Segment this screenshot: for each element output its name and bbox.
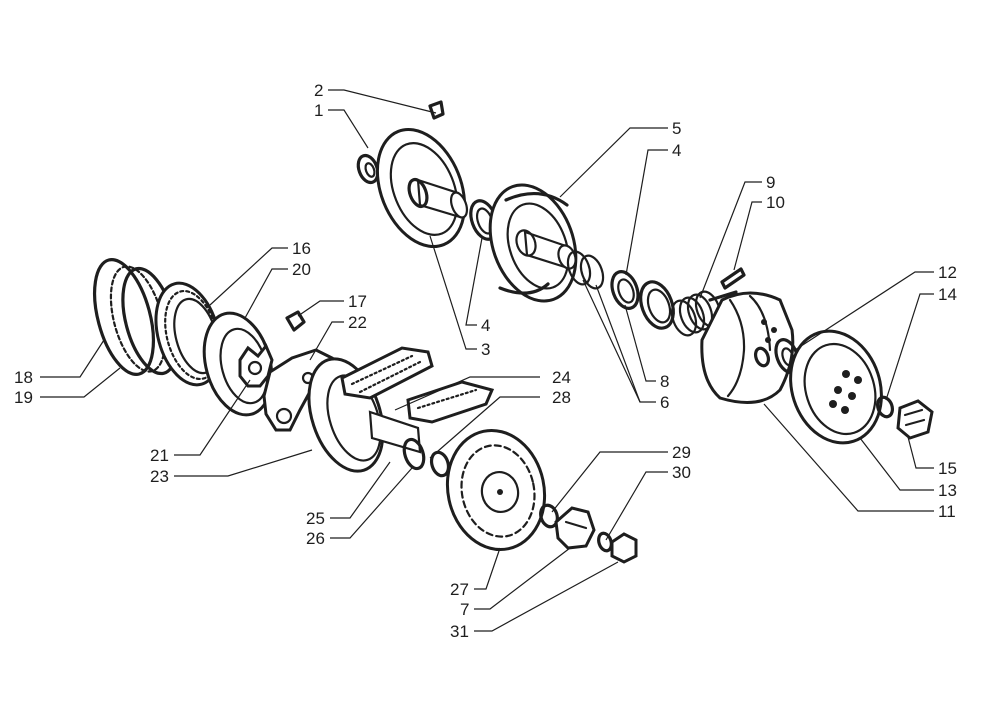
callout-22: 22 [348,313,367,332]
callout-15: 15 [938,459,957,478]
callout-19: 19 [14,388,33,407]
part-3-fixed-half-pulley [375,127,469,249]
part-8-ring [639,280,675,330]
callout-26: 26 [306,529,325,548]
callout-16: 16 [292,239,311,258]
part-29-washer [539,503,559,529]
part-13-clutch-bell [789,329,883,445]
callout-4-lower: 4 [481,316,490,335]
callout-18: 18 [14,368,33,387]
callout-13: 13 [938,481,957,500]
callout-7: 7 [460,600,469,619]
part-27-fan-pulley [445,428,547,552]
callout-6: 6 [660,393,669,412]
callout-24: 24 [552,368,571,387]
callout-17: 17 [348,292,367,311]
callout-4-upper: 4 [672,141,681,160]
part-17-clip [285,310,306,332]
part-7-cam [554,506,596,550]
part-10-pin [720,267,746,290]
callout-21: 21 [150,446,169,465]
callout-10: 10 [766,193,785,212]
callout-12: 12 [938,263,957,282]
callout-23: 23 [150,467,169,486]
callout-30: 30 [672,463,691,482]
callout-31: 31 [450,622,469,641]
callout-27: 27 [450,580,469,599]
callout-3: 3 [481,340,490,359]
callout-14: 14 [938,285,957,304]
part-9-spring [670,290,722,337]
part-24-belt [340,346,495,424]
callout-1: 1 [314,101,323,120]
callout-11: 11 [938,502,956,521]
callout-25: 25 [306,509,325,528]
callout-28: 28 [552,388,571,407]
part-14-washer [875,395,895,419]
part-15-nut [896,399,934,440]
callout-5: 5 [672,119,681,138]
callout-2: 2 [314,81,323,100]
callout-8: 8 [660,372,669,391]
part-2-clip [428,100,445,120]
callout-20: 20 [292,260,311,279]
part-4-ring [610,270,640,310]
part-30-washer [597,531,613,553]
leader-lines [40,89,934,632]
callout-labels: 2 1 5 4 9 10 16 20 12 14 17 22 4 3 18 19… [14,81,957,641]
part-21-sprocket [238,343,274,388]
callout-9: 9 [766,173,775,192]
callout-29: 29 [672,443,691,462]
part-31-nut [610,532,638,564]
part-11-clutch-assembly [700,290,795,404]
part-5-movable-half-pulley [488,183,578,303]
